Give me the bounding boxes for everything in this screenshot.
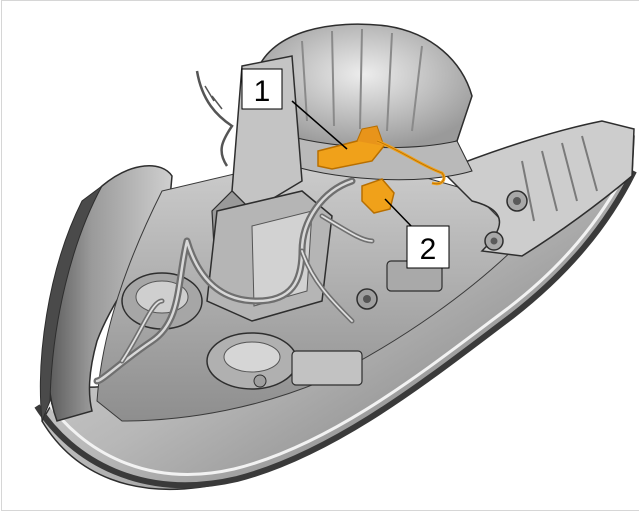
wiring-harness-branch-hl	[121, 215, 373, 362]
housing-screw-a-hole	[363, 295, 371, 303]
right-bracket-ribs	[521, 135, 598, 222]
lower-motor-center-cap	[223, 341, 281, 373]
connector-2-highlight	[361, 178, 395, 214]
loose-wire-ends	[204, 85, 223, 110]
housing-rim-highlight	[45, 168, 629, 476]
loose-wire-top	[195, 70, 234, 167]
callout-1-box	[241, 68, 283, 110]
lower-mount-block	[291, 350, 363, 386]
callout-2-box	[406, 225, 450, 269]
connector-1-wire-outline	[376, 140, 445, 185]
housing-screw-b	[253, 374, 267, 388]
right-bracket-arm	[440, 120, 635, 257]
callout-2-label: 2	[420, 233, 437, 266]
wiring-harness-main-hl	[95, 179, 354, 383]
housing-left-lip	[39, 185, 103, 422]
callout-1: 1	[241, 68, 283, 110]
housing-rim	[34, 169, 637, 489]
callout-1-leader	[291, 100, 348, 150]
bracket-screw-hole	[513, 197, 521, 205]
callout-2-leader	[384, 198, 415, 230]
callout-1-label: 1	[254, 75, 271, 108]
bracket-screw-hole-2	[490, 237, 498, 245]
mirror-housing-diagram: 1 2	[34, 23, 637, 490]
motor-dome-ribs	[301, 28, 423, 132]
callout-2: 2	[406, 225, 450, 269]
